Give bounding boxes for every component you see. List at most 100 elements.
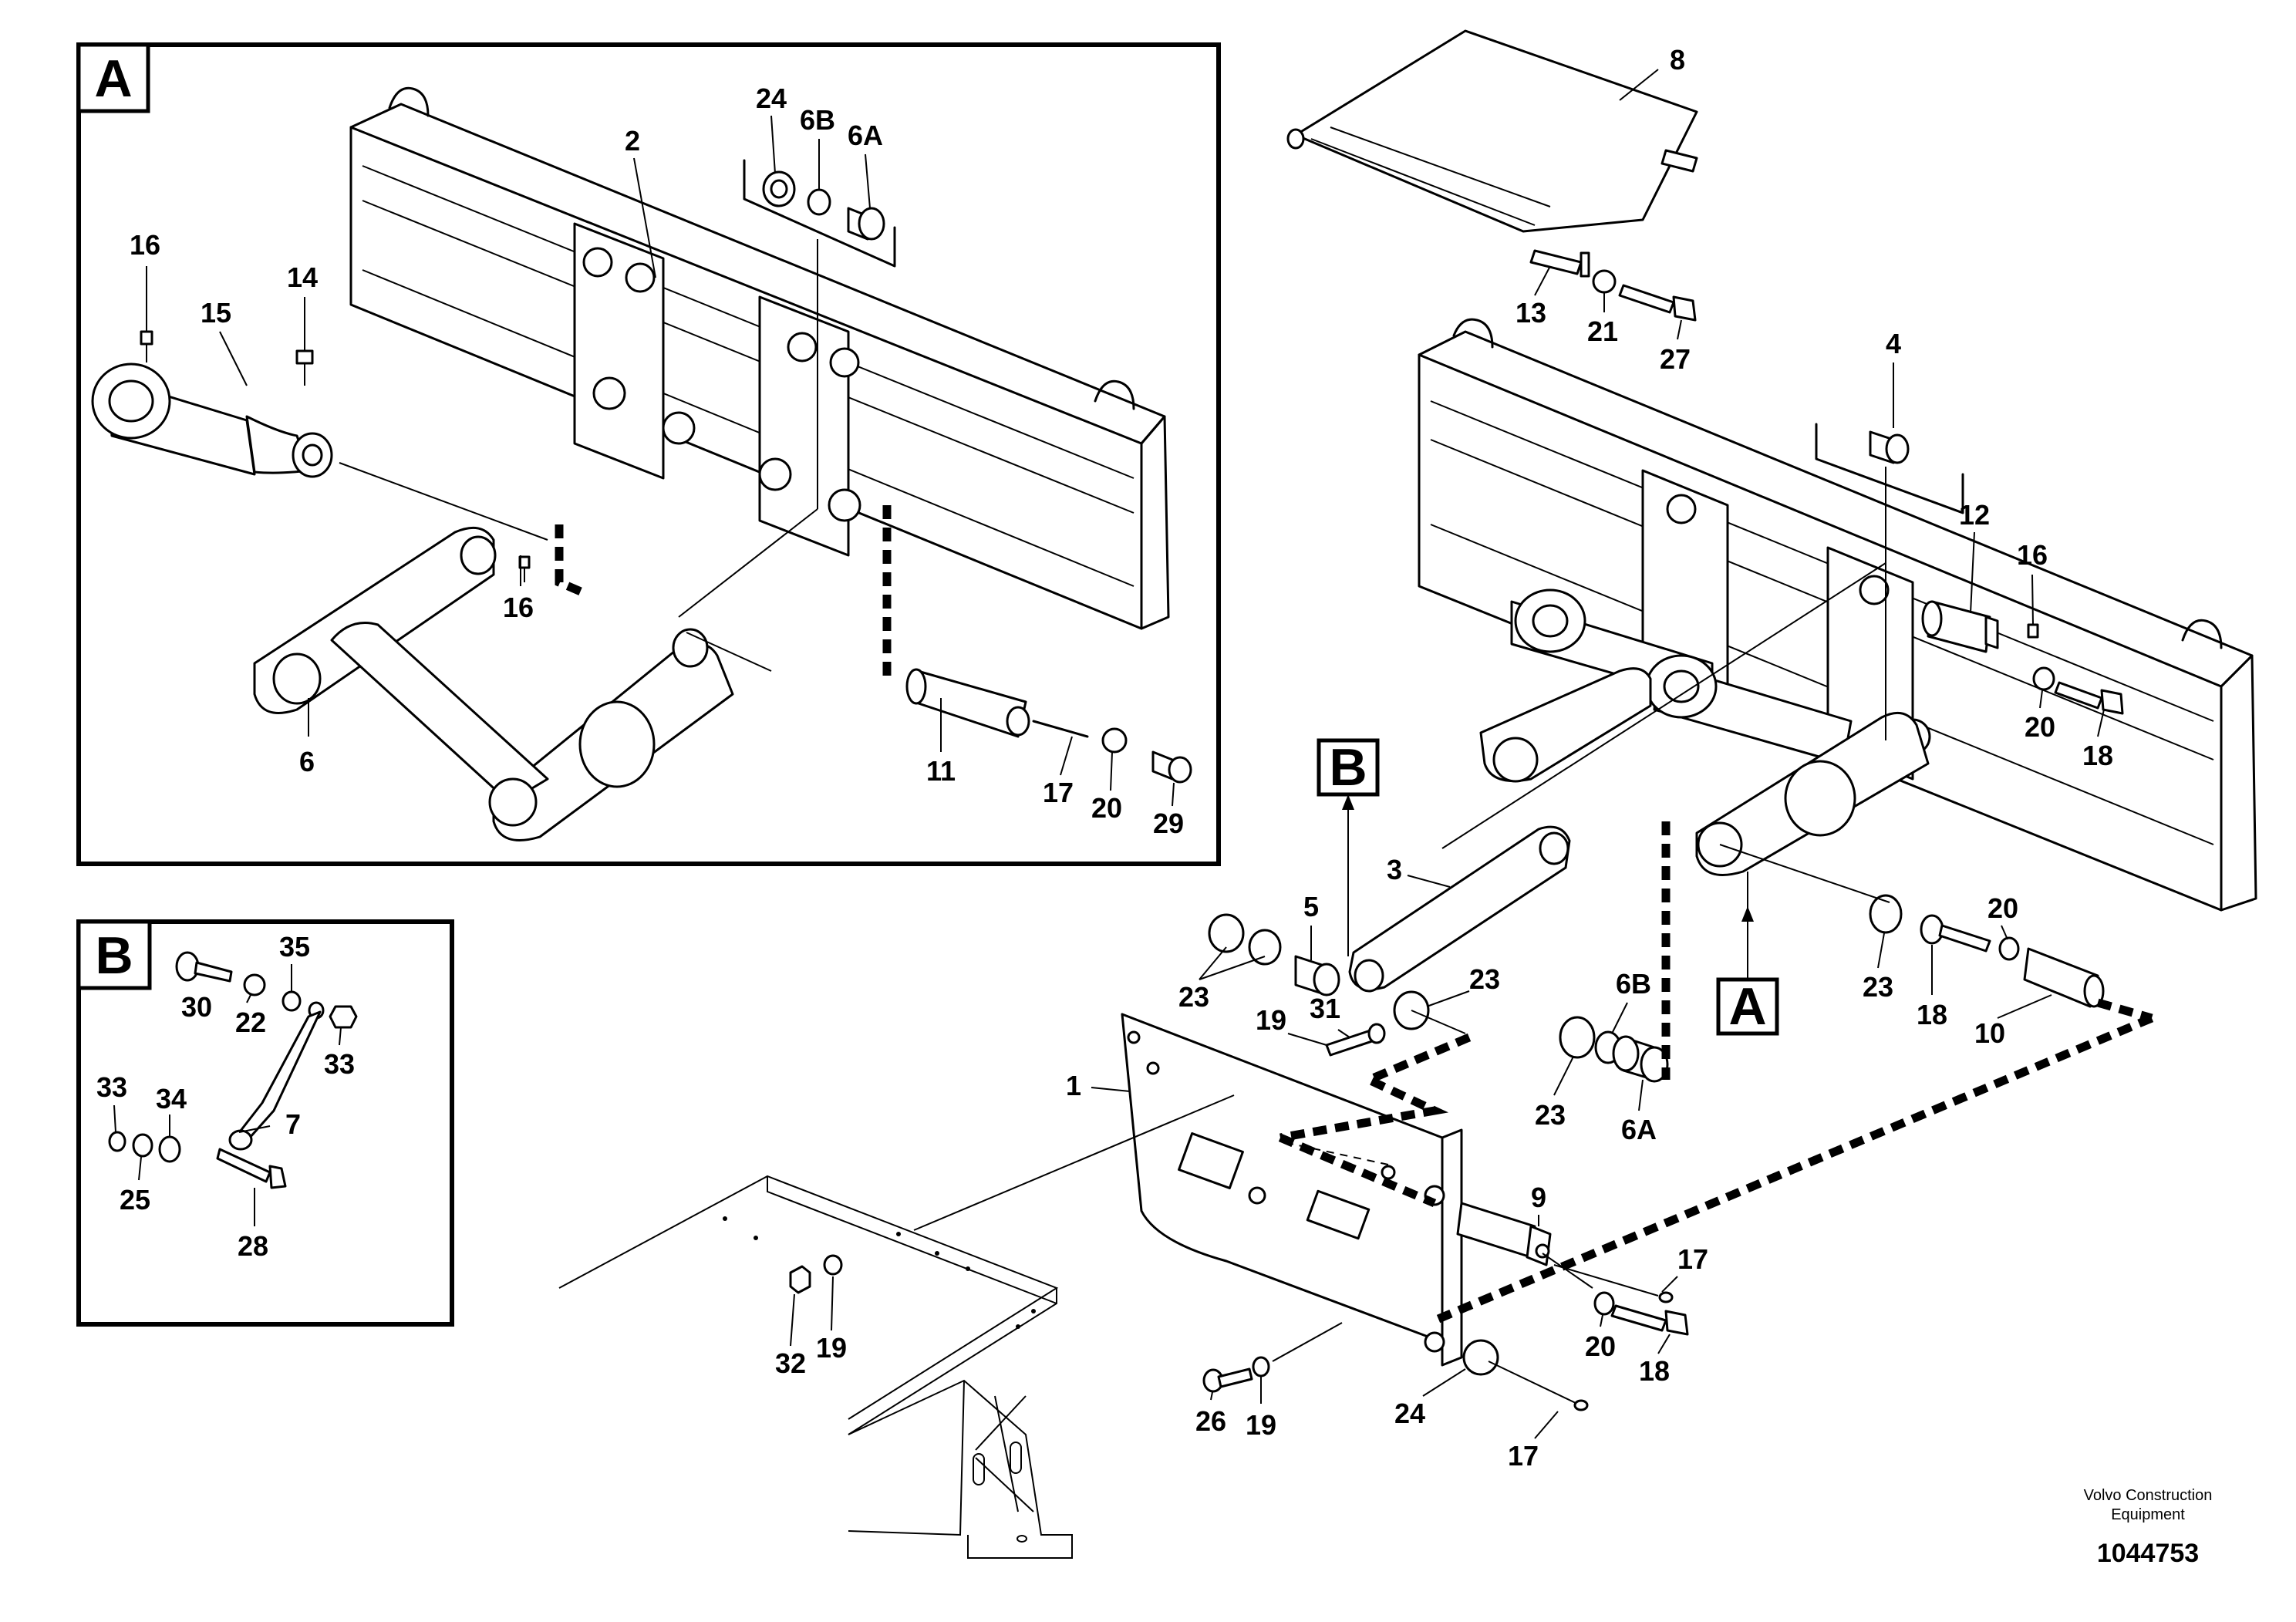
panel-b-letter: B <box>95 926 133 985</box>
callout-8: 8 <box>1670 44 1685 76</box>
bolt-27 <box>1618 284 1697 322</box>
callout-18-c: 18 <box>1639 1355 1670 1387</box>
washer-23-d <box>1559 1016 1596 1059</box>
washer-19-b <box>823 1254 843 1276</box>
callout-20-d: 20 <box>1585 1330 1616 1362</box>
callout-27: 27 <box>1660 343 1691 375</box>
bushing-6a <box>1612 1035 1669 1083</box>
callout-2: 2 <box>625 125 640 157</box>
callout-33-a: 33 <box>324 1048 355 1080</box>
link-arm-3 <box>1348 825 1571 993</box>
fastener-13 <box>1529 249 1590 278</box>
callout-19-c: 19 <box>1246 1409 1276 1441</box>
callout-18-b: 18 <box>1917 999 1947 1030</box>
pin-9 <box>1456 1202 1674 1303</box>
callout-28: 28 <box>238 1230 268 1262</box>
footer-block: Volvo Construction Equipment 1044753 <box>2084 1487 2213 1568</box>
washer-25 <box>132 1133 153 1158</box>
bolt-28 <box>216 1148 287 1189</box>
callout-17-a: 17 <box>1043 777 1074 808</box>
callout-17-c: 17 <box>1508 1440 1539 1472</box>
cover-plate-8 <box>1286 29 1698 233</box>
callout-22: 22 <box>235 1007 266 1038</box>
blade-frame-a <box>349 86 1170 630</box>
panel-a-label-box <box>76 42 150 113</box>
washer-23-a <box>1208 913 1245 953</box>
bolt-26 <box>1202 1367 1253 1393</box>
washer-23-e <box>1869 894 1903 934</box>
callout-26: 26 <box>1195 1405 1226 1437</box>
detail-panel-b: B <box>76 919 454 1327</box>
callout-23-a: 23 <box>1178 981 1209 1013</box>
callout-6a: 6A <box>1621 1114 1657 1145</box>
washer-21 <box>1592 269 1617 294</box>
hydraulic-cylinder-a <box>91 330 333 478</box>
callout-23-b: 23 <box>1469 963 1500 995</box>
callout-4: 4 <box>1886 328 1901 359</box>
callout-5: 5 <box>1303 891 1319 922</box>
bushing-34 <box>158 1135 181 1163</box>
pin-assembly-12 <box>1921 600 2039 653</box>
callout-19-b: 19 <box>816 1332 847 1364</box>
callout-3: 3 <box>1387 854 1402 885</box>
bolt-18-main-b <box>1920 914 1991 953</box>
washer-23-b <box>1248 929 1282 966</box>
callout-16-c: 16 <box>2017 539 2048 571</box>
callout-21: 21 <box>1587 315 1618 347</box>
callout-15: 15 <box>201 297 231 329</box>
washer-24-main <box>1462 1339 1499 1376</box>
mounting-plate-1 <box>1121 1013 1463 1367</box>
callout-17-b: 17 <box>1677 1243 1708 1275</box>
company-name-line2: Equipment <box>2111 1506 2185 1523</box>
bolt-30 <box>175 951 233 983</box>
bushing-35 <box>282 990 302 1012</box>
callout-numbers: 2 24 6B 6A 16 15 14 16 6 11 17 20 29 35 … <box>96 44 2113 1472</box>
callout-23-d: 23 <box>1863 971 1893 1003</box>
nut-32 <box>789 1265 811 1294</box>
bushing-5 <box>1294 955 1340 996</box>
bushing-group-4 <box>1815 423 1964 514</box>
pivot-frame-a <box>253 526 734 841</box>
callout-19-a: 19 <box>1256 1004 1286 1036</box>
drawing-number: 1044753 <box>2097 1539 2199 1568</box>
callout-leaders <box>113 69 2105 1439</box>
washer-22 <box>243 973 266 996</box>
callout-24-a: 24 <box>756 83 787 114</box>
callout-10: 10 <box>1974 1017 2005 1049</box>
callout-31: 31 <box>1310 993 1340 1024</box>
bolt-18-main-a <box>2054 681 2124 715</box>
callout-13: 13 <box>1515 297 1546 329</box>
callout-24-b: 24 <box>1394 1398 1425 1429</box>
washer-20-main-a <box>2032 666 2055 691</box>
callout-9: 9 <box>1531 1182 1546 1213</box>
callout-23-c: 23 <box>1535 1099 1566 1131</box>
bushing-group-a <box>743 159 896 268</box>
callout-11: 11 <box>926 755 956 787</box>
callout-30: 30 <box>181 991 212 1023</box>
washer-20-main-c <box>1593 1291 1615 1316</box>
pin-10 <box>2023 947 2105 1008</box>
main-assembly <box>558 29 2257 1559</box>
callout-35: 35 <box>279 931 310 963</box>
svg-text:A: A <box>1728 977 1766 1036</box>
marker-a: A <box>1716 872 1779 1036</box>
callout-33-b: 33 <box>96 1071 127 1103</box>
callout-20-b: 20 <box>2025 711 2055 743</box>
callout-29: 29 <box>1153 808 1184 839</box>
svg-text:B: B <box>1329 738 1367 797</box>
machine-frame <box>558 1175 1073 1559</box>
pivot-frame-main <box>1479 667 1930 876</box>
callout-32: 32 <box>775 1347 806 1379</box>
callout-14: 14 <box>287 261 318 293</box>
callout-16-a: 16 <box>130 229 160 261</box>
callout-6a-top: 6A <box>848 120 883 151</box>
company-name-line1: Volvo Construction <box>2084 1487 2213 1504</box>
callout-7: 7 <box>285 1108 301 1140</box>
nut-33-top <box>329 1005 358 1029</box>
callout-20-c: 20 <box>1988 892 2018 924</box>
callout-20-a: 20 <box>1091 792 1122 824</box>
callout-6b: 6B <box>1616 968 1651 1000</box>
callout-6: 6 <box>299 746 315 777</box>
nut-33-left <box>108 1131 126 1152</box>
